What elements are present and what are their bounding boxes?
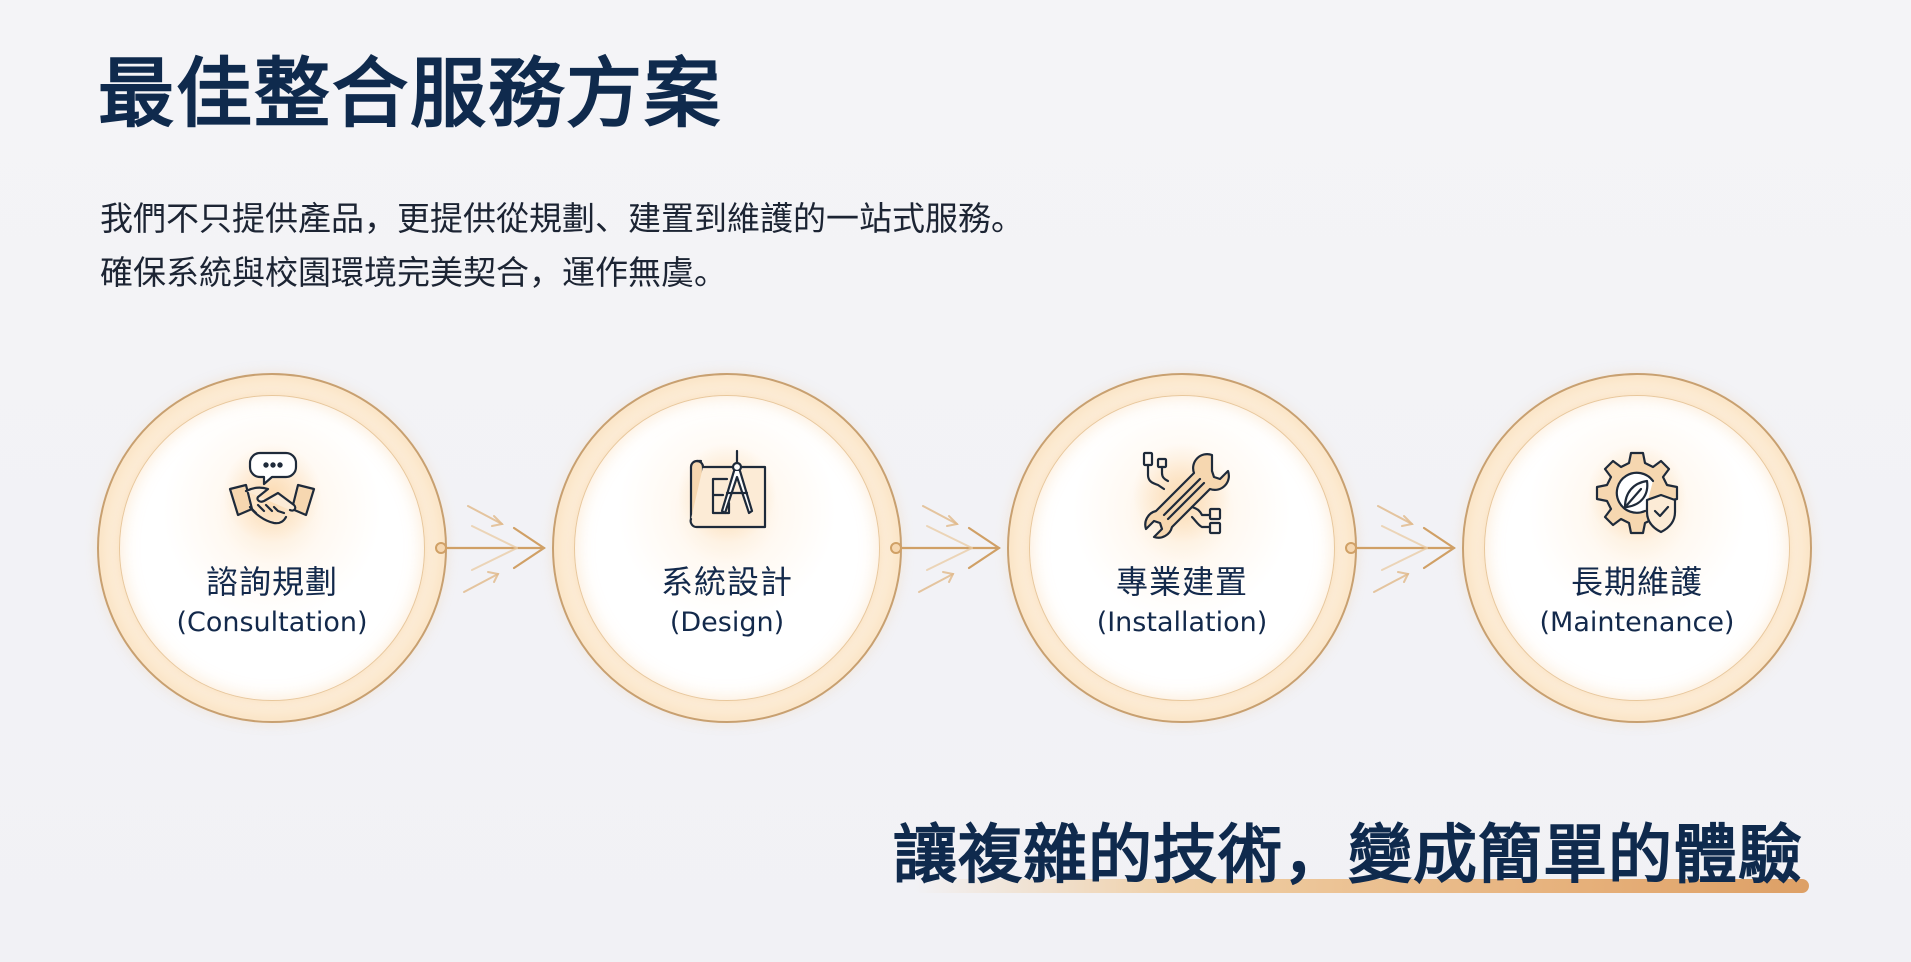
step-subtitle: (Consultation) bbox=[176, 607, 368, 638]
step-installation: 專業建置 (Installation) bbox=[1007, 373, 1357, 723]
step-subtitle: (Maintenance) bbox=[1539, 607, 1735, 638]
subtitle-line-1: 我們不只提供產品，更提供從規劃、建置到維護的一站式服務。 bbox=[100, 199, 1024, 238]
step-title: 系統設計 bbox=[660, 563, 793, 601]
gear-leaf-shield-icon bbox=[1587, 443, 1687, 543]
step-design: 系統設計 (Design) bbox=[552, 373, 902, 723]
step-subtitle: (Design) bbox=[669, 607, 785, 638]
tagline: 讓複雜的技術，變成簡單的體驗 bbox=[893, 819, 1803, 893]
step-title: 長期維護 bbox=[1570, 563, 1703, 601]
tagline-underline bbox=[913, 878, 1809, 893]
arrow-connector-icon bbox=[435, 505, 546, 593]
step-consultation: 諮詢規劃 (Consultation) bbox=[97, 373, 447, 723]
step-maintenance: 長期維護 (Maintenance) bbox=[1462, 373, 1812, 723]
handshake-chat-icon bbox=[222, 443, 322, 543]
page-subtitle: 我們不只提供產品，更提供從規劃、建置到維護的一站式服務。 確保系統與校園環境完美… bbox=[100, 192, 1024, 300]
step-title: 諮詢規劃 bbox=[205, 563, 338, 601]
arrow-connector-icon bbox=[1345, 505, 1456, 593]
page-title: 最佳整合服務方案 bbox=[98, 49, 722, 138]
wrench-cables-icon bbox=[1132, 443, 1232, 543]
subtitle-line-2: 確保系統與校園環境完美契合，運作無虞。 bbox=[100, 253, 727, 292]
step-title: 專業建置 bbox=[1115, 563, 1248, 601]
step-subtitle: (Installation) bbox=[1096, 607, 1268, 638]
tagline-block: 讓複雜的技術，變成簡單的體驗 bbox=[893, 818, 1809, 895]
blueprint-compass-icon bbox=[677, 443, 777, 543]
arrow-connector-icon bbox=[890, 505, 1001, 593]
